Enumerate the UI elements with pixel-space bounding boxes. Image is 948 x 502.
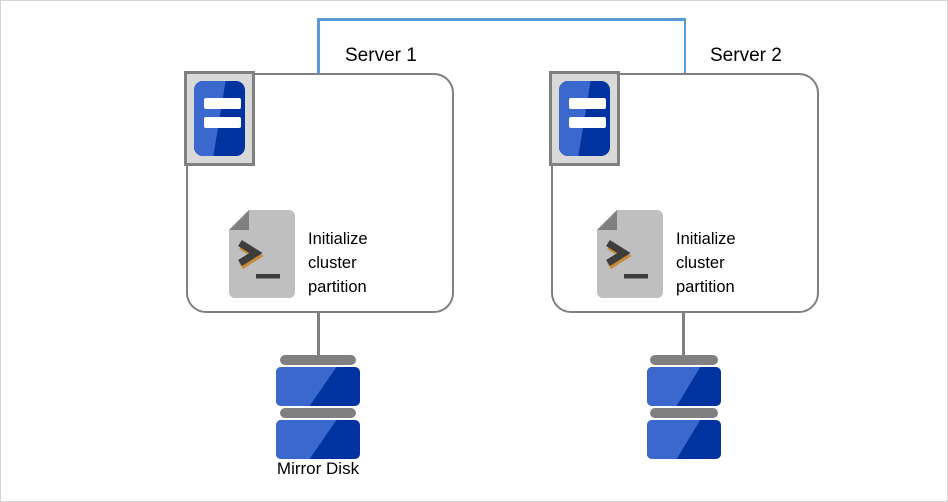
server-2-label: Server 2 (710, 45, 782, 66)
interconnect-right-vertical (683, 18, 686, 74)
server-chassis-icon-bar-top (569, 98, 606, 109)
console-script-icon (229, 210, 295, 298)
disk-1-platter-bottom (276, 420, 360, 459)
server-chassis-icon (549, 71, 620, 166)
interconnect-left-vertical (317, 18, 320, 74)
console-script-icon (597, 210, 663, 298)
server-chassis-icon-body (559, 81, 610, 156)
server-2-disk-connector (682, 313, 685, 357)
disk-1-bar-top (280, 355, 356, 365)
disk-stack-icon-2 (647, 355, 721, 459)
disk-2-bar-top (650, 355, 718, 365)
disk-2-platter-bottom (647, 420, 721, 459)
server-chassis-icon-bar-top (204, 98, 241, 109)
server-2-box (551, 73, 819, 313)
disk-2-platter-top-highlight (647, 367, 701, 406)
server-2-step-text: Initialize cluster partition (676, 230, 736, 296)
disk-1-label: Mirror Disk (276, 459, 360, 478)
server-chassis-icon-bar-bottom (204, 117, 241, 128)
server-1-label: Server 1 (345, 45, 417, 66)
disk-1-platter-top (276, 367, 360, 406)
disk-1-platter-top-highlight (276, 367, 337, 406)
server-1-disk-connector (317, 313, 320, 357)
disk-2-platter-top (647, 367, 721, 406)
disk-stack-icon-1 (276, 355, 360, 459)
disk-1-platter-bottom-highlight (276, 420, 337, 459)
interconnect-horizontal (317, 18, 686, 21)
server-1-step-text: Initialize cluster partition (308, 230, 368, 296)
server-chassis-icon (184, 71, 255, 166)
disk-2-platter-bottom-highlight (647, 420, 701, 459)
server-chassis-icon-bar-bottom (569, 117, 606, 128)
disk-2-bar-middle (650, 408, 718, 418)
disk-1-bar-middle (280, 408, 356, 418)
server-chassis-icon-body (194, 81, 245, 156)
